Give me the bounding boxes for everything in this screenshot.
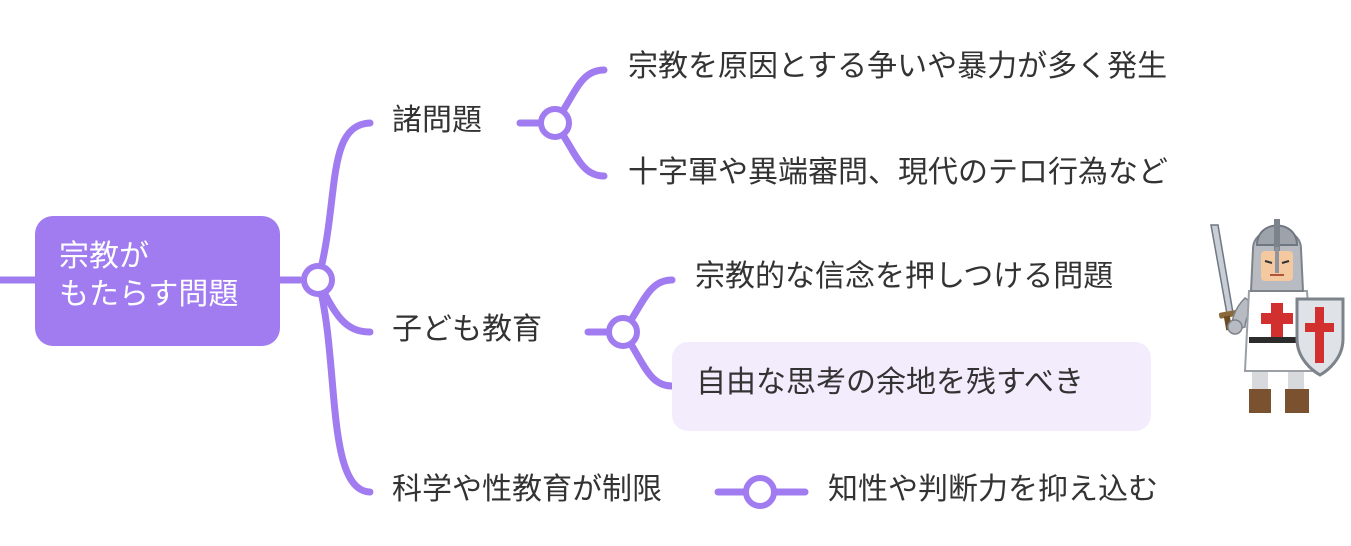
root-node[interactable]: 宗教が もたらす問題	[35, 216, 280, 346]
science-hub-circle	[743, 475, 777, 509]
branch-education[interactable]: 子ども教育	[392, 312, 542, 347]
education-hub-circle	[606, 315, 640, 349]
branch-science[interactable]: 科学や性教育が制限	[392, 472, 662, 507]
branch-curve-issues	[314, 119, 374, 284]
issues-child-conflict[interactable]: 宗教を原因とする争いや暴力が多く発生	[628, 49, 1168, 84]
root-title-line2: もたらす問題	[59, 277, 239, 313]
root-hub-circle	[301, 263, 335, 297]
root-title-line1: 宗教が	[59, 239, 149, 274]
education-child-imposing[interactable]: 宗教的な信念を押しつける問題	[695, 259, 1114, 294]
education-child-highlight[interactable]	[672, 342, 1151, 431]
crusader-knight-icon	[1210, 219, 1345, 413]
science-child-suppress[interactable]: 知性や判断力を抑え込む	[828, 472, 1158, 507]
branch-curve-science	[314, 276, 374, 496]
branch-issues[interactable]: 諸問題	[392, 103, 482, 138]
education-child-free-thinking: 自由な思考の余地を残すべき	[696, 365, 1084, 400]
issues-hub-circle	[538, 106, 572, 140]
issues-child-examples[interactable]: 十字軍や異端審問、現代のテロ行為など	[628, 155, 1168, 190]
